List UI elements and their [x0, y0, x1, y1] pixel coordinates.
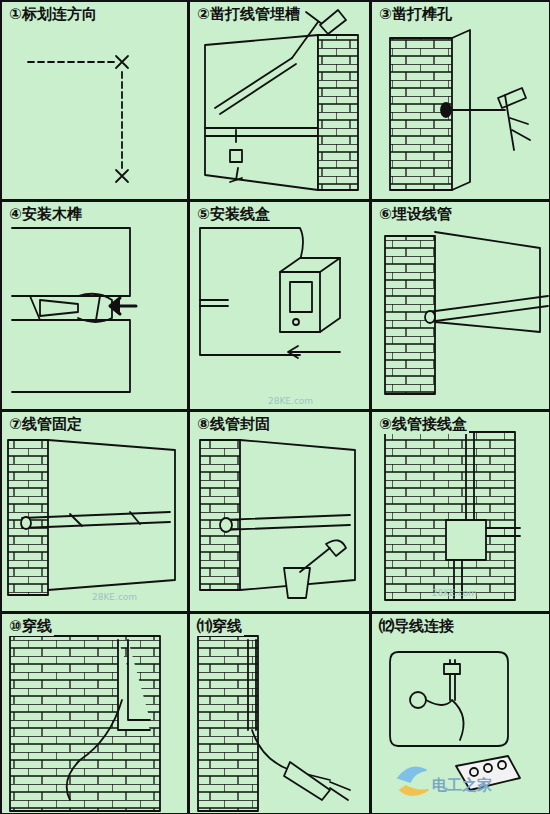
conduit-sealing	[300, 540, 346, 572]
conduit-sealing	[200, 440, 240, 590]
step-panel: ⑤安装线盒	[188, 200, 371, 411]
wall-groove	[205, 10, 358, 190]
wire-threading	[284, 762, 330, 800]
wire-pulling	[67, 700, 122, 800]
conduit-box	[486, 528, 520, 536]
direction-marking	[28, 61, 116, 63]
conduit-box	[466, 432, 474, 528]
step-title: ⑾穿线	[195, 617, 244, 636]
direction-marking	[121, 72, 123, 168]
outlet-box	[290, 282, 312, 312]
wire-joint	[390, 652, 520, 790]
embedded-conduit	[385, 236, 435, 394]
wooden-plug	[12, 228, 130, 392]
direction-marking	[116, 170, 128, 182]
direction-marking	[116, 56, 128, 68]
embedded-conduit	[425, 311, 435, 323]
conduit-fixing	[70, 512, 140, 526]
wall-hole	[510, 118, 530, 140]
step-title: ⑤安装线盒	[195, 205, 272, 224]
step-panel: ⑨线管接线盒	[370, 410, 550, 613]
embedded-conduit	[435, 232, 540, 332]
step-panel: ⑧线管封固	[188, 410, 371, 613]
watermark: 28KE.com	[432, 588, 477, 598]
wire-threading	[198, 636, 258, 811]
step-title: ②凿打线管埋槽	[195, 5, 302, 24]
outlet-box	[288, 346, 340, 358]
wooden-plug	[78, 294, 112, 322]
outlet-box	[293, 319, 299, 325]
watermark: 28KE.com	[268, 396, 313, 406]
wire-threading	[198, 636, 350, 811]
direction-marking	[28, 56, 128, 182]
wire-pulling	[10, 636, 160, 811]
wire-threading	[248, 640, 256, 730]
wire-pulling	[118, 640, 150, 730]
conduit-fixing	[8, 440, 175, 595]
step-title: ④安装木榫	[7, 205, 84, 224]
outlet-box	[200, 300, 228, 306]
watermark-logo	[398, 767, 428, 795]
wall-groove	[318, 35, 358, 190]
wooden-plug	[110, 298, 136, 314]
conduit-box	[385, 432, 520, 600]
embedded-conduit	[428, 296, 548, 322]
step-panel: ⑩穿线	[0, 612, 189, 814]
wire-threading	[330, 782, 350, 800]
wire-joint	[470, 768, 478, 776]
outlet-box	[280, 258, 340, 332]
wall-groove	[230, 130, 242, 182]
outlet-box	[280, 258, 340, 332]
wire-joint	[390, 652, 508, 746]
wooden-plug	[40, 300, 78, 316]
step-panel: ⑦线管固定	[0, 410, 189, 613]
conduit-sealing	[220, 518, 232, 532]
wire-joint	[444, 664, 460, 674]
wooden-plug	[12, 228, 136, 392]
wall-groove	[215, 58, 296, 114]
wall-groove	[205, 128, 318, 136]
step-panel: ③凿打榫孔	[370, 0, 550, 201]
step-panel: ②凿打线管埋槽	[188, 0, 371, 201]
conduit-sealing	[200, 440, 355, 598]
step-title: ⑩穿线	[7, 617, 54, 636]
wall-groove	[205, 35, 318, 190]
outlet-box	[200, 228, 340, 358]
watermark: 28KE.com	[92, 592, 137, 602]
step-title: ⑧线管封固	[195, 415, 272, 434]
step-title: ⑨线管接线盒	[377, 415, 469, 434]
conduit-sealing	[222, 515, 350, 530]
wire-pulling	[10, 636, 160, 811]
watermark-logo	[398, 767, 426, 782]
step-title: ⑿导线连接	[377, 617, 456, 636]
wall-groove	[320, 10, 346, 34]
wall-hole	[450, 109, 505, 111]
conduit-sealing	[284, 568, 310, 598]
conduit-box	[385, 432, 515, 600]
wall-hole	[390, 38, 452, 190]
wire-joint	[426, 700, 464, 740]
step-title: ⑦线管固定	[7, 415, 84, 434]
embedded-conduit	[385, 232, 548, 394]
conduit-fixing	[22, 512, 170, 528]
conduit-box	[446, 520, 486, 560]
step-panel: ⑾穿线	[188, 612, 371, 814]
watermark-logo	[400, 786, 428, 795]
step-title: ⑥埋设线管	[377, 205, 454, 224]
wooden-plug	[30, 296, 100, 320]
wall-hole	[390, 30, 530, 190]
step-panel: ⑥埋设线管	[370, 200, 550, 411]
watermark: 电工之家	[432, 776, 492, 795]
step-panel: ④安装木榫	[0, 200, 189, 411]
wire-joint	[410, 692, 426, 708]
wire-joint	[498, 761, 506, 769]
wire-joint	[484, 764, 492, 772]
conduit-fixing	[21, 517, 31, 529]
step-title: ①标划连方向	[7, 5, 99, 24]
step-panel: ①标划连方向	[0, 0, 189, 201]
step-title: ③凿打榫孔	[377, 5, 454, 24]
